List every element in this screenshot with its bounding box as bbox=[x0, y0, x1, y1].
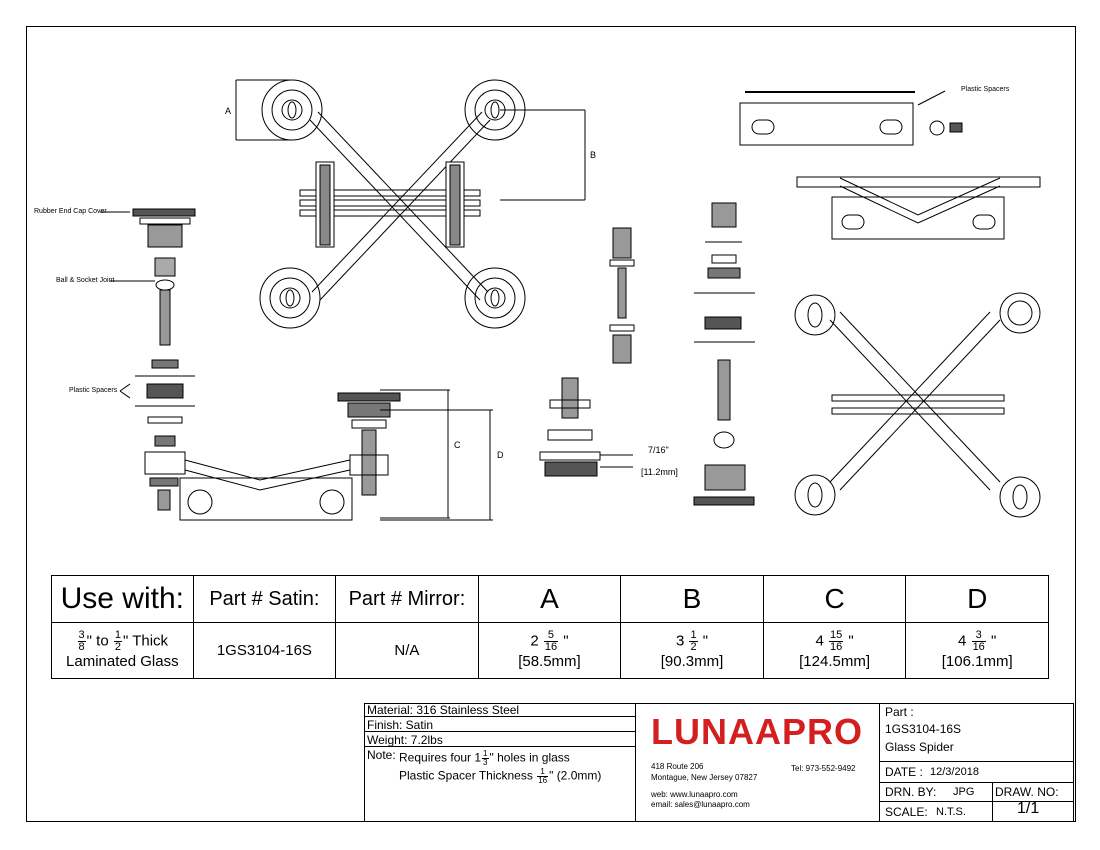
draw-no-label: DRAW. NO: bbox=[995, 785, 1059, 799]
weight-text: Weight: 7.2lbs bbox=[367, 733, 443, 747]
note-label: Note: bbox=[367, 748, 396, 762]
scale-value: N.T.S. bbox=[936, 806, 966, 818]
address-line2: Montague, New Jersey 07827 bbox=[651, 773, 758, 782]
side-arm bbox=[796, 176, 1041, 240]
gap-assembly bbox=[539, 377, 633, 477]
dim-label-d: D bbox=[497, 450, 504, 460]
header-a: A bbox=[477, 575, 622, 623]
material-text: Material: 316 Stainless Steel bbox=[367, 703, 520, 717]
dim-gap-inch: 7/16" bbox=[648, 445, 669, 455]
header-part-satin: Part # Satin: bbox=[192, 575, 337, 623]
header-d: D bbox=[905, 575, 1049, 623]
website-link[interactable]: web: www.lunaapro.com bbox=[651, 790, 738, 799]
email-link[interactable]: email: sales@lunaapro.com bbox=[651, 800, 750, 809]
spacer-plate bbox=[739, 90, 963, 146]
lunaapro-logo: LUNAAPRO bbox=[651, 711, 863, 752]
part-name: Glass Spider bbox=[885, 740, 954, 754]
callout-ball-socket: Ball & Socket Joint bbox=[56, 277, 115, 284]
callout-rubber-end-cap: Rubber End Cap Cover bbox=[34, 208, 107, 215]
header-part-mirror: Part # Mirror: bbox=[335, 575, 479, 623]
spider-side-view bbox=[794, 292, 1041, 518]
header-c: C bbox=[762, 575, 907, 623]
address-line1: 418 Route 206 bbox=[651, 762, 704, 771]
drawn-by-label: DRN. BY: bbox=[885, 785, 937, 799]
cell-part-satin: 1GS3104-16S bbox=[192, 622, 337, 679]
glass-type: Laminated Glass bbox=[66, 653, 179, 670]
dim-gap-mm: [11.2mm] bbox=[641, 467, 678, 477]
part-label: Part : bbox=[885, 705, 914, 719]
left-exploded-stack bbox=[132, 208, 353, 521]
part-number: 1GS3104-16S bbox=[885, 722, 962, 736]
right-exploded-stack bbox=[693, 202, 755, 506]
dim-label-b: B bbox=[590, 150, 597, 160]
header-b: B bbox=[620, 575, 764, 623]
callout-plastic-spacers-left: Plastic Spacers bbox=[69, 387, 118, 394]
phone-text: Tel: 973-552-9492 bbox=[791, 764, 856, 773]
callout-plastic-spacers-top: Plastic Spacers bbox=[961, 86, 1010, 93]
spec-table: Use with: Part # Satin: Part # Mirror: A… bbox=[51, 575, 1049, 679]
bolt-vertical bbox=[609, 227, 635, 364]
dim-label-c: C bbox=[454, 440, 461, 450]
finish-text: Finish: Satin bbox=[367, 718, 434, 732]
spider-top-view bbox=[235, 79, 586, 329]
draw-no-value: 1/1 bbox=[1017, 800, 1040, 817]
center-assembly bbox=[337, 389, 493, 521]
dim-label-a: A bbox=[225, 106, 232, 116]
technical-drawings bbox=[100, 79, 1041, 521]
date-value: 12/3/2018 bbox=[930, 766, 979, 778]
scale-label: SCALE: bbox=[885, 805, 928, 819]
header-use-with: Use with: bbox=[51, 575, 194, 623]
date-label: DATE : bbox=[885, 765, 923, 779]
sheet-border bbox=[26, 26, 1076, 822]
cell-part-mirror: N/A bbox=[335, 622, 479, 679]
drawn-by-value: JPG bbox=[953, 786, 975, 798]
